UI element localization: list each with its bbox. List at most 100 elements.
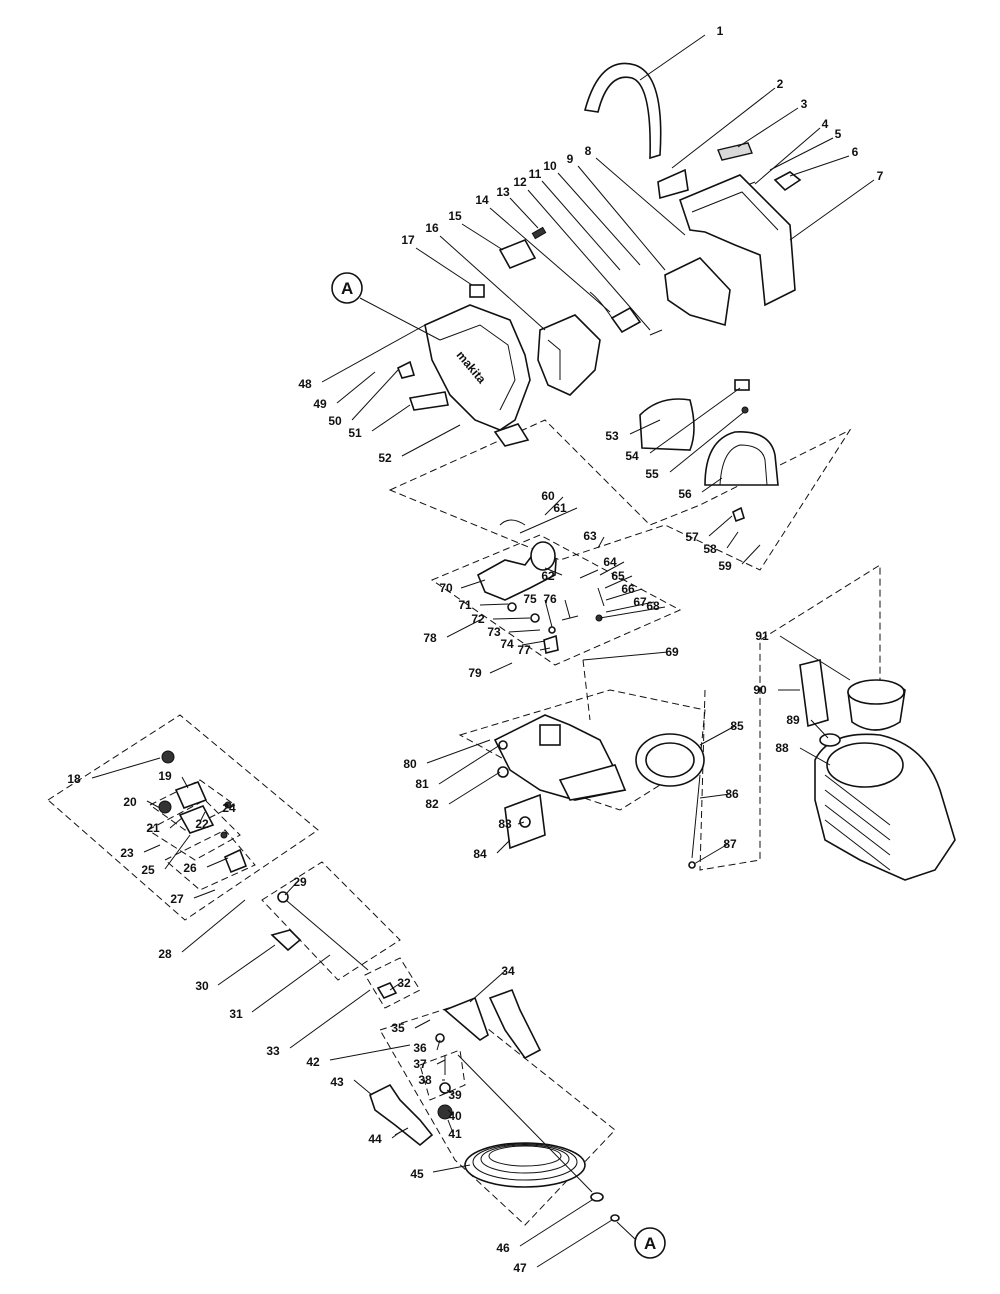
callout-34: 34 — [501, 964, 515, 978]
leader-line-71 — [479, 603, 509, 606]
callout-44: 44 — [368, 1132, 382, 1146]
hose-coil-part — [464, 1142, 586, 1188]
leader-line-74 — [521, 640, 546, 646]
callout-85: 85 — [730, 719, 744, 733]
spring-part — [531, 226, 547, 240]
callout-22: 22 — [195, 817, 209, 831]
wand-clip-part — [270, 929, 302, 952]
callout-68: 68 — [646, 599, 660, 613]
callout-35: 35 — [391, 1021, 405, 1035]
callout-4: 4 — [822, 117, 829, 131]
leader-line-27 — [193, 889, 216, 899]
leader-line-7 — [789, 179, 875, 241]
leader-line-31 — [251, 954, 331, 1013]
leader-line-66 — [605, 588, 643, 601]
leader-line-22 — [199, 811, 206, 823]
leader-line-62 — [544, 567, 563, 576]
callout-55: 55 — [645, 467, 659, 481]
plate-part — [657, 168, 689, 200]
leader-line-13 — [509, 197, 539, 229]
callout-61: 61 — [553, 501, 567, 515]
callout-50: 50 — [328, 414, 342, 428]
callout-41: 41 — [448, 1127, 462, 1141]
callout-81: 81 — [415, 777, 429, 791]
callout-63: 63 — [583, 529, 597, 543]
callout-7: 7 — [877, 169, 884, 183]
callout-67: 67 — [633, 595, 647, 609]
leader-line-14 — [489, 207, 611, 313]
cover-part — [704, 431, 779, 486]
leader-line-29 — [284, 880, 299, 896]
callout-9: 9 — [567, 152, 574, 166]
callout-37: 37 — [413, 1057, 427, 1071]
callout-60: 60 — [541, 489, 555, 503]
rating-label-part — [408, 391, 449, 411]
callout-24: 24 — [222, 801, 236, 815]
callout-57: 57 — [685, 530, 699, 544]
callout-1: 1 — [717, 24, 724, 38]
leader-line-67 — [605, 601, 655, 613]
callout-58: 58 — [703, 542, 717, 556]
callout-62: 62 — [541, 569, 555, 583]
leader-line-63 — [597, 536, 605, 549]
side-panel-part — [639, 398, 695, 451]
leader-line-11 — [541, 180, 621, 271]
suction-tube-part — [691, 774, 701, 859]
callout-75: 75 — [523, 592, 537, 606]
cap-part — [734, 379, 750, 391]
leader-line-36 — [436, 1039, 441, 1051]
leader-line-28 — [181, 899, 246, 953]
leader-line-51 — [371, 404, 411, 432]
leader-line-77 — [539, 647, 551, 651]
callout-53: 53 — [605, 429, 619, 443]
callout-29: 29 — [293, 875, 307, 889]
leader-line-45 — [432, 1164, 471, 1173]
callout-70: 70 — [439, 581, 453, 595]
leader-line-17 — [415, 247, 473, 286]
leader-line-79 — [489, 662, 513, 674]
leader-line-59 — [741, 544, 761, 565]
leader-line-75 — [544, 599, 553, 628]
callout-5: 5 — [835, 127, 842, 141]
leader-line-91 — [779, 635, 851, 681]
latch-part — [396, 360, 416, 379]
leader-line-2 — [671, 87, 776, 169]
callout-2: 2 — [777, 77, 784, 91]
callout-54: 54 — [625, 449, 639, 463]
motor-cover-part — [537, 314, 601, 396]
callout-43: 43 — [330, 1075, 344, 1089]
callout-52: 52 — [378, 451, 392, 465]
callout-59: 59 — [718, 559, 732, 573]
leader-line-25 — [164, 834, 191, 870]
label-part — [717, 142, 753, 161]
leader-line-72 — [492, 617, 531, 620]
leader-line-57 — [708, 515, 733, 537]
bracket-part — [498, 238, 537, 270]
callout-10: 10 — [543, 159, 557, 173]
callout-39: 39 — [448, 1088, 462, 1102]
leader-line-30 — [217, 944, 276, 986]
leader-line-18 — [91, 757, 161, 779]
callout-86: 86 — [725, 787, 739, 801]
leader-line-1 — [639, 34, 706, 81]
callout-28: 28 — [158, 947, 172, 961]
leader-line-47 — [536, 1219, 613, 1268]
leader-line-49 — [336, 371, 376, 404]
leader-line-23 — [143, 844, 161, 853]
callout-89: 89 — [786, 713, 800, 727]
callout-72: 72 — [471, 612, 485, 626]
leader-line-82 — [448, 771, 501, 805]
leader-lines — [91, 34, 875, 1268]
ref-marker-bottom: A — [616, 1221, 666, 1259]
leader-line-52 — [401, 424, 461, 457]
leader-line-44 — [391, 1131, 401, 1139]
callout-73: 73 — [487, 625, 501, 639]
leader-line-16 — [439, 235, 546, 331]
leader-line-78 — [446, 619, 481, 638]
clip-part — [773, 171, 802, 192]
callout-76: 76 — [543, 592, 557, 606]
callout-47: 47 — [513, 1261, 527, 1275]
callout-51: 51 — [348, 426, 362, 440]
leader-line-69 — [582, 651, 669, 661]
